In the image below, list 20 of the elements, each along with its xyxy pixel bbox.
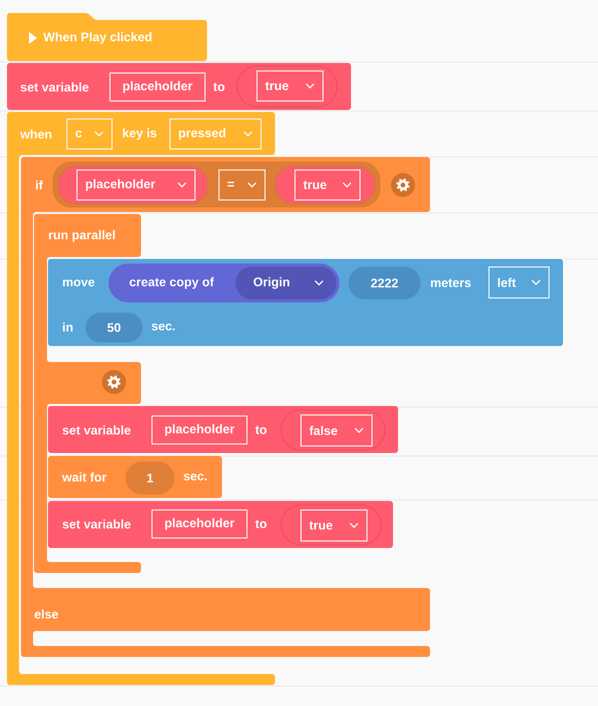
dropdown-field: placeholder	[58, 166, 208, 204]
node-label: wait for	[62, 472, 106, 482]
dropdown-field: true	[280, 504, 382, 546]
value-field: 2222	[348, 266, 420, 300]
input-field: placeholder	[152, 416, 248, 444]
dropdown-field: false	[280, 410, 386, 450]
dropdown-field: true	[274, 166, 376, 204]
node-label: sec.	[184, 474, 207, 480]
input-field: pressed	[170, 118, 262, 150]
input-field: placeholder	[152, 510, 248, 538]
event-block: When Play clicked	[7, 13, 207, 61]
input-field: c	[66, 118, 112, 150]
node-label: run parallel	[49, 230, 115, 242]
input-field: left	[488, 266, 550, 298]
input-field: =	[218, 170, 266, 200]
value-field: 50	[86, 312, 142, 342]
input-field: placeholder	[110, 72, 206, 102]
value-field: 1	[126, 462, 174, 494]
value-field: Origin	[236, 266, 336, 300]
dropdown-field: true	[236, 66, 338, 108]
